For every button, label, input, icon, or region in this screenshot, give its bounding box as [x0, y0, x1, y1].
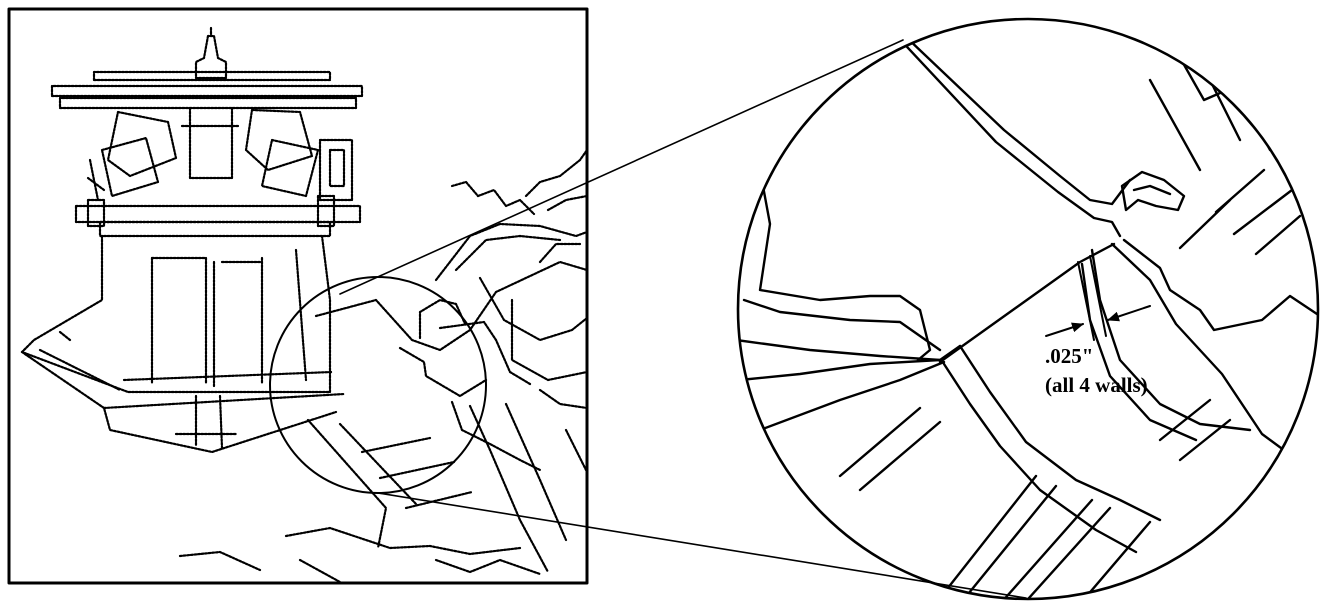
assembly-overview [20, 26, 587, 583]
leader-line-bottom [377, 492, 1027, 599]
magnified-circle [736, 17, 1320, 601]
clearance-arrow-left [1045, 322, 1084, 337]
detail-circle [269, 276, 487, 494]
clearance-dimension-label: .025" [1045, 344, 1093, 368]
clearance-indicator [1045, 255, 1151, 341]
clearance-note-label: (all 4 walls) [1045, 373, 1148, 397]
leader-line-top [339, 39, 904, 295]
clearance-arrow-right [1107, 305, 1151, 322]
overview-frame [7, 7, 589, 585]
